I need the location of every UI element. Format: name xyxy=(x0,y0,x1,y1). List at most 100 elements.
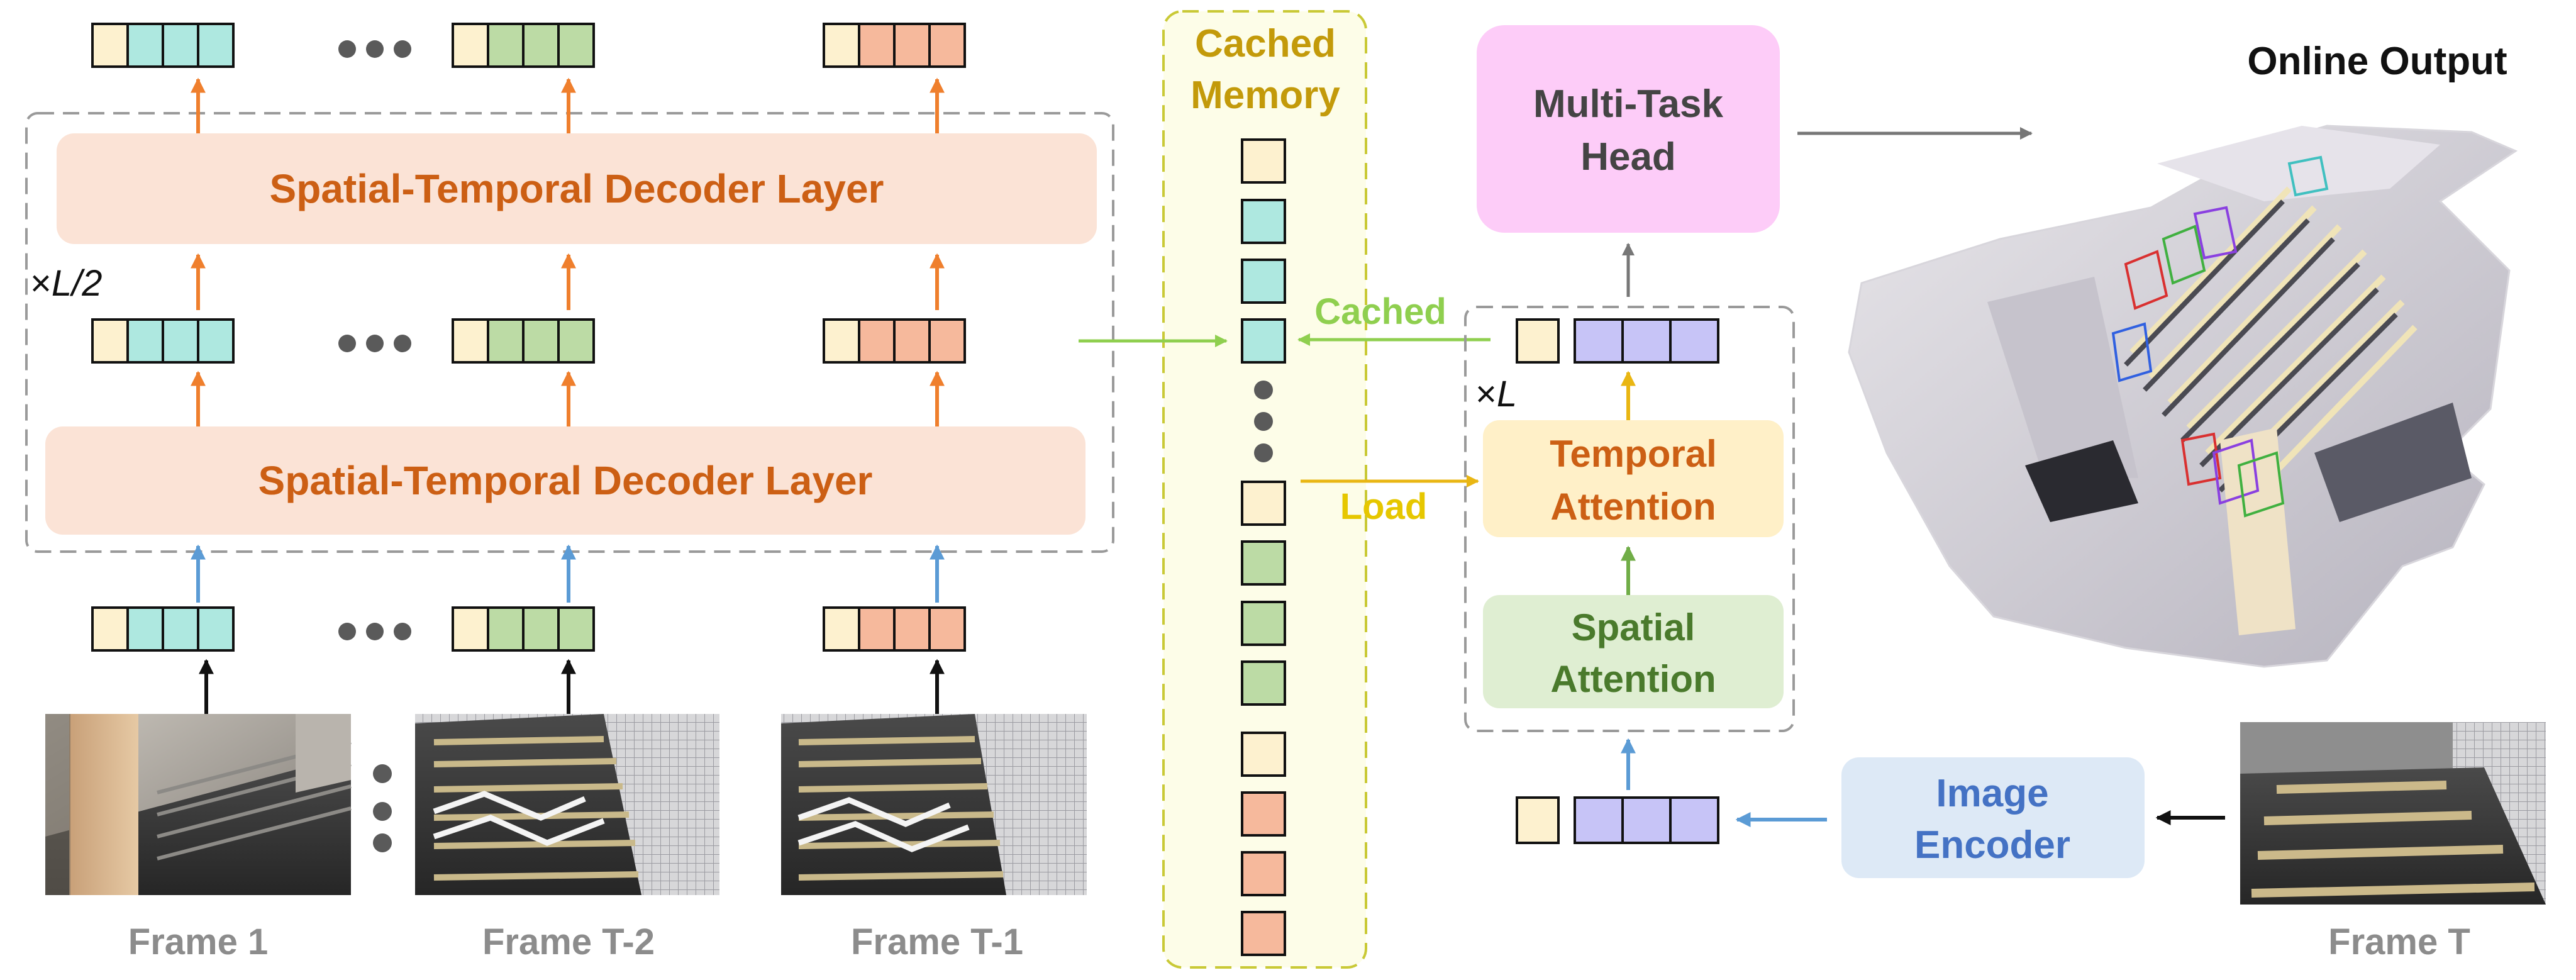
token xyxy=(893,606,931,652)
decoder-layer-top xyxy=(57,133,1097,244)
token xyxy=(1621,318,1672,364)
token xyxy=(487,318,525,364)
token xyxy=(928,23,966,68)
ellipsis-dot xyxy=(373,802,392,821)
token xyxy=(126,23,164,68)
memory-token xyxy=(1241,540,1286,586)
token xyxy=(487,23,525,68)
token xyxy=(162,318,199,364)
token xyxy=(162,23,199,68)
token-cls xyxy=(823,318,860,364)
token xyxy=(928,318,966,364)
token xyxy=(1574,796,1624,844)
memory-token xyxy=(1241,791,1286,837)
current-input-token-row xyxy=(1516,796,1719,844)
temporal-attention-block xyxy=(1483,420,1784,537)
token-cls xyxy=(452,606,489,652)
token xyxy=(1669,796,1719,844)
memory-token xyxy=(1241,481,1286,526)
repeat-label-l-half: ×L/2 xyxy=(30,263,103,304)
ellipsis-dot xyxy=(373,764,392,783)
memory-token-column xyxy=(1241,138,1286,956)
token xyxy=(858,23,896,68)
memory-token xyxy=(1241,851,1286,896)
token-cls xyxy=(1516,318,1560,364)
token xyxy=(1621,796,1672,844)
spatial-attention-label: Attention xyxy=(1550,658,1716,700)
image-encoder-block xyxy=(1841,757,2145,878)
token-cls xyxy=(452,318,489,364)
cached-memory-title: Memory xyxy=(1191,74,1340,117)
attention-stack-container xyxy=(1464,306,1795,732)
temporal-attention-label: Attention xyxy=(1550,486,1716,528)
frame-label: Frame T-2 xyxy=(482,922,655,962)
ellipsis-dot xyxy=(338,623,356,640)
ellipsis-dot xyxy=(394,40,411,58)
cached-memory-title: Cached xyxy=(1195,22,1336,65)
ellipsis-dot xyxy=(338,40,356,58)
token xyxy=(487,606,525,652)
ellipsis-dot xyxy=(338,335,356,352)
token xyxy=(162,606,199,652)
token-cls xyxy=(823,23,860,68)
token xyxy=(858,606,896,652)
token xyxy=(893,318,931,364)
token xyxy=(197,318,235,364)
output-token-row xyxy=(91,23,966,68)
frame-t-label: Frame T xyxy=(2328,922,2470,962)
token xyxy=(522,318,560,364)
ellipsis-dot xyxy=(394,335,411,352)
token xyxy=(522,606,560,652)
ellipsis-dot xyxy=(1254,412,1273,431)
token xyxy=(1669,318,1719,364)
memory-token xyxy=(1241,318,1286,364)
token xyxy=(1574,318,1624,364)
temporal-attention-label: Temporal xyxy=(1550,433,1717,475)
token xyxy=(126,318,164,364)
image-encoder-label: Image xyxy=(1936,772,2048,815)
token xyxy=(197,606,235,652)
multi-task-head-label: Multi-Task xyxy=(1533,82,1723,126)
frame-label: Frame 1 xyxy=(128,922,268,962)
intermediate-token-row xyxy=(91,318,966,364)
token xyxy=(126,606,164,652)
token xyxy=(522,23,560,68)
frame-label: Frame T-1 xyxy=(851,922,1023,962)
token-cls xyxy=(452,23,489,68)
decoder-layer-top-label: Spatial-Temporal Decoder Layer xyxy=(270,166,884,211)
online-output-title: Online Output xyxy=(2247,40,2507,83)
token xyxy=(557,606,595,652)
memory-token xyxy=(1241,732,1286,777)
image-encoder-label: Encoder xyxy=(1914,823,2070,867)
ellipsis-dot xyxy=(373,833,392,852)
token xyxy=(928,606,966,652)
cached-label: Cached xyxy=(1314,291,1446,332)
token xyxy=(858,318,896,364)
spatial-attention-label: Spatial xyxy=(1572,606,1696,649)
token-cls xyxy=(1516,796,1560,844)
token xyxy=(893,23,931,68)
ellipsis-dot xyxy=(1254,443,1273,462)
token-cls xyxy=(91,606,129,652)
repeat-label-l: ×L xyxy=(1475,374,1517,415)
token xyxy=(197,23,235,68)
memory-token xyxy=(1241,660,1286,706)
current-output-token-row xyxy=(1516,318,1719,364)
decoder-layer-bottom-label: Spatial-Temporal Decoder Layer xyxy=(258,458,873,503)
online-output-reconstruction xyxy=(1848,125,2518,668)
multi-task-head xyxy=(1477,25,1780,233)
token xyxy=(557,318,595,364)
decoder-layer-bottom xyxy=(45,426,1085,535)
frame-t1-image xyxy=(781,714,1087,895)
input-token-row xyxy=(91,606,966,652)
memory-token xyxy=(1241,601,1286,646)
memory-token xyxy=(1241,138,1286,184)
ellipsis-dot xyxy=(366,40,384,58)
ellipsis-dot xyxy=(394,623,411,640)
memory-token xyxy=(1241,199,1286,244)
ellipsis-dot xyxy=(366,623,384,640)
memory-token xyxy=(1241,911,1286,956)
memory-token xyxy=(1241,259,1286,304)
frame-t-image xyxy=(2240,722,2546,905)
